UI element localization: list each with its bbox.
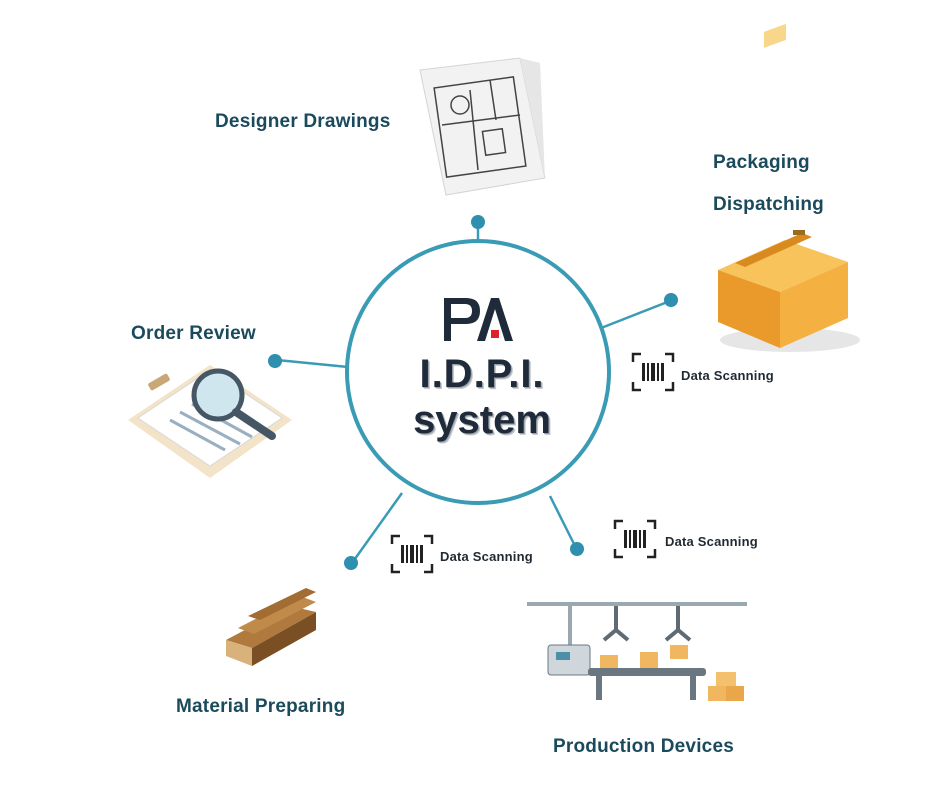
label-data-scanning-right: Data Scanning [681,368,774,383]
connector-dots [268,215,678,570]
cardboard-box-icon [718,23,860,352]
center-title-line2: system [413,398,551,442]
label-data-scanning-bottom-left: Data Scanning [440,549,533,564]
label-packaging: Packaging [713,152,810,173]
blueprint-icon [419,57,546,196]
dot-bottom-left [344,556,358,570]
label-material-preparing: Material Preparing [176,696,346,717]
dot-left [268,354,282,368]
connector-right [595,299,671,332]
conveyor-machine-icon [527,602,747,701]
label-data-scanning-bottom-right: Data Scanning [665,534,758,549]
connector-left [276,358,349,369]
dot-bottom-right [570,542,584,556]
center-title-line1: I.D.P.I. [419,352,545,396]
dot-right [664,293,678,307]
label-order-review: Order Review [131,323,256,344]
wood-planks-icon [226,588,316,666]
label-designer-drawings: Designer Drawings [215,111,391,132]
barcode-scan-icon [613,519,657,559]
barcode-scan-icon [631,352,675,392]
dot-top [471,215,485,229]
central-ring [345,239,611,505]
connector-bottom-right [548,495,578,549]
connector-bottom-left [350,492,404,564]
connectors [276,224,671,564]
label-production-devices: Production Devices [553,736,734,757]
label-dispatching: Dispatching [713,194,824,215]
pa-logo-icon [444,298,513,341]
clipboard-magnifier-icon [128,365,292,478]
barcode-scan-icon [390,534,434,574]
